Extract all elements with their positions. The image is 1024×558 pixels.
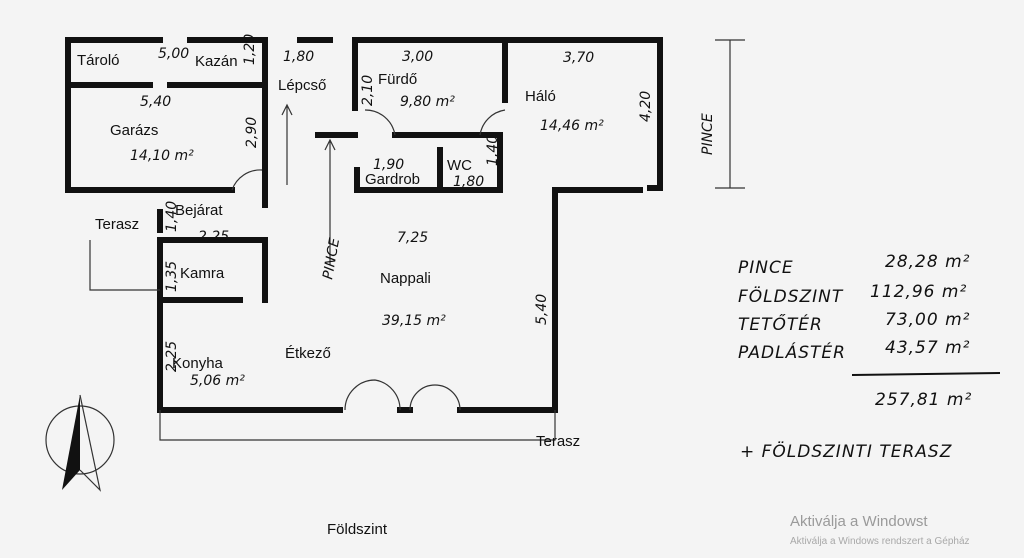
room-garazs: Garázs [110,122,158,139]
door-arcs [89,39,745,441]
dim-kamra-height: 1,35 [164,261,180,292]
dim-garazs-width: 5,40 [140,94,171,110]
summary-label: TETŐTÉR [738,313,823,335]
pince-label-right: PINCE [700,113,716,155]
summary-value: 112,96 m² [870,282,967,302]
windows-activation-subtitle: Aktiválja a Windows rendszert a Gépház [790,536,970,547]
room-furdo: Fürdő [378,71,417,88]
dim-furdo-height: 2,10 [360,75,376,106]
dim-nappali-height: 5,40 [534,294,550,325]
dim-konyha-height: 2,25 [164,341,180,372]
dim-taroló-width: 5,00 [158,46,189,62]
room-halo: Háló [525,88,556,105]
room-taroló: Tároló [77,52,120,69]
pince-label-stairs: PINCE [320,237,343,281]
room-gardrob: Gardrob [365,171,420,188]
area-furdo: 9,80 m² [400,94,455,110]
summary-divider [851,372,1001,376]
area-nappali: 39,15 m² [382,313,446,329]
walls [65,37,663,413]
room-nappali: Nappali [380,270,431,287]
summary-value: 28,28 m² [885,252,970,272]
summary-label: PADLÁSTÉR [738,341,846,363]
floor-title: Földszint [327,521,388,538]
dim-wc-height: 1,40 [485,135,501,166]
stair-arrows [281,103,336,265]
summary-value: 43,57 m² [885,338,970,358]
summary-value: 73,00 m² [885,310,970,330]
dim-wc-width: 1,80 [453,174,484,190]
north-arrow [45,394,115,492]
room-wc: WC [447,157,472,174]
dim-nappali-width: 7,25 [397,230,428,246]
area-halo: 14,46 m² [540,118,604,134]
dim-halo-width: 3,70 [563,50,594,66]
room-bejarat: Bejárat [175,202,223,219]
dim-furdo-width: 3,00 [402,49,433,65]
dim-gardrob-width: 1,90 [373,157,404,173]
windows-activation-title: Aktiválja a Windowst [790,513,928,530]
room-lepcso: Lépcső [278,77,326,94]
dim-garazs-height: 2,90 [244,117,260,148]
dim-halo-height: 4,20 [638,91,654,122]
room-kamra: Kamra [180,265,225,282]
room-etkezo: Étkező [285,345,331,362]
room-terasz-bottom: Terasz [536,433,580,450]
dim-kazan-height: 1,20 [242,34,258,65]
summary-total: 257,81 m² [875,390,972,410]
summary-label: PINCE [738,258,794,278]
room-konyha: Konyha [172,355,224,372]
summary-note: + FÖLDSZINTI TERASZ [740,440,952,462]
dim-bejarat-width: 2,25 [198,229,229,245]
area-summary: PINCE 28,28 m² FÖLDSZINT 112,96 m² TETŐT… [738,252,1001,462]
summary-label: FÖLDSZINT [738,285,844,307]
room-kazan: Kazán [195,53,238,70]
dim-bejarat-height: 1,40 [164,201,180,232]
area-konyha: 5,06 m² [190,373,245,389]
dim-lepcso-width: 1,80 [283,49,314,65]
room-terasz-left: Terasz [95,216,139,233]
area-garazs: 14,10 m² [130,148,194,164]
